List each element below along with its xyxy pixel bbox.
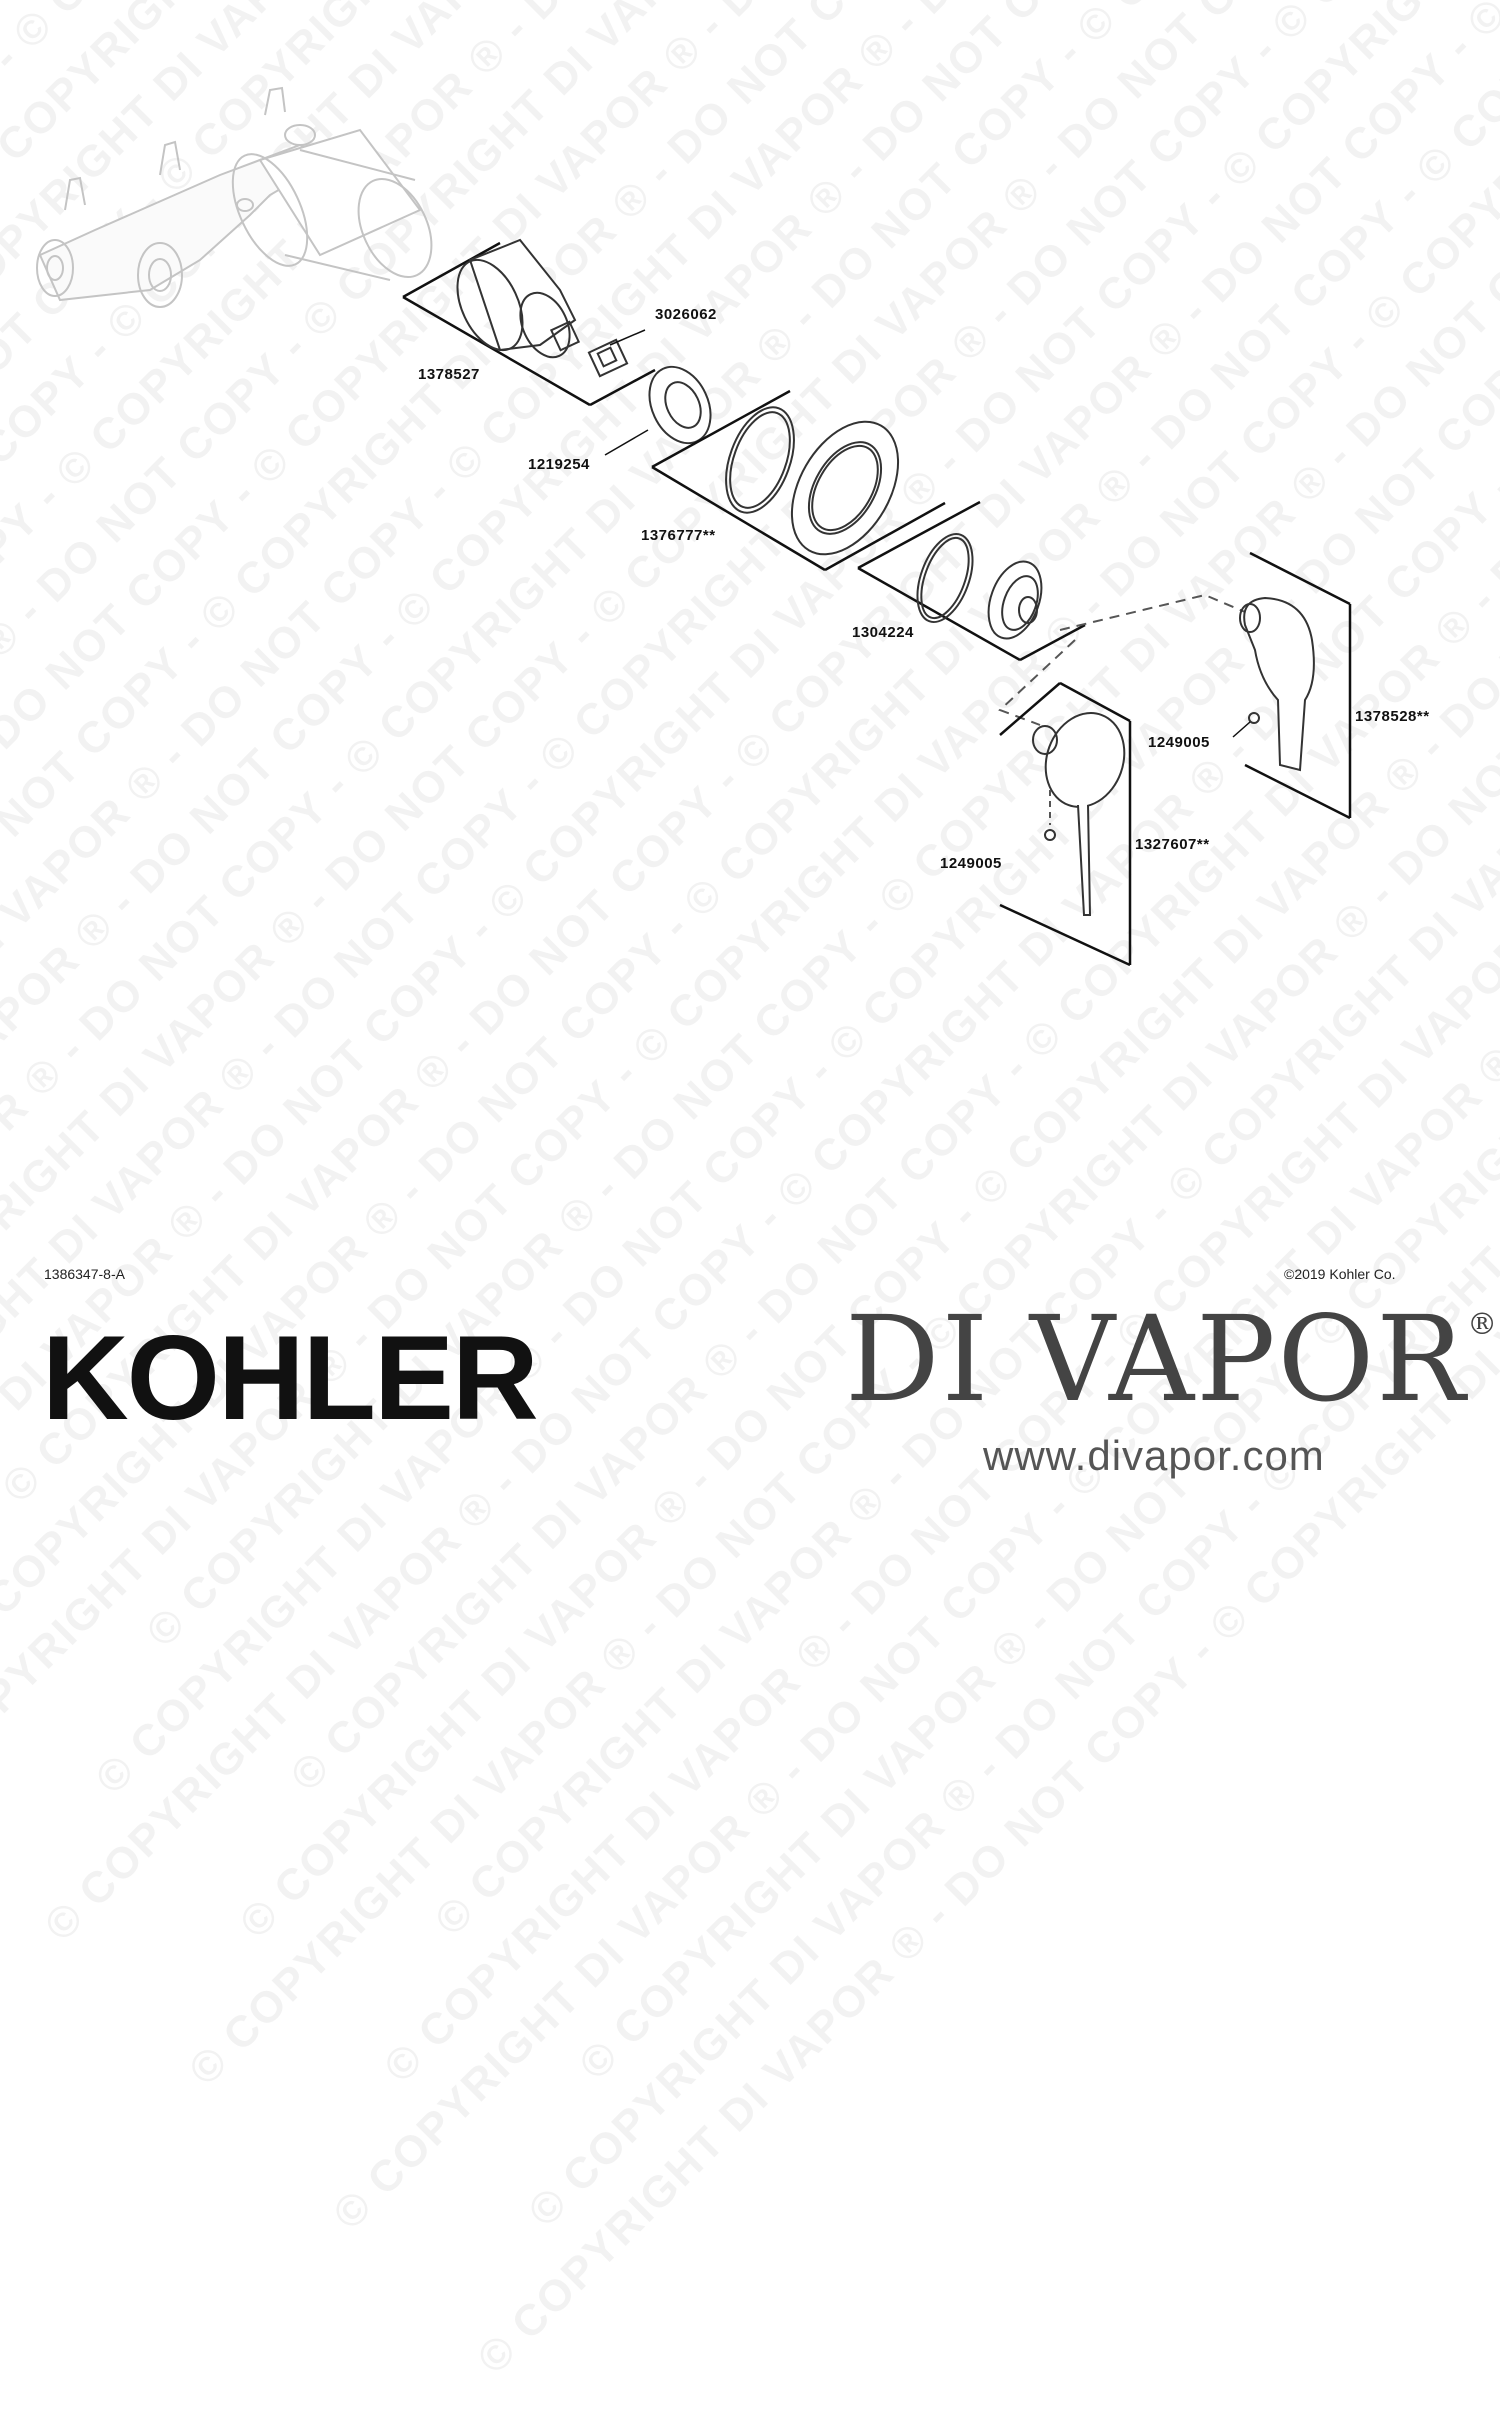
- divapor-logo: DI VAPOR®: [845, 1300, 1499, 1418]
- part-label-1249005-lever: 1249005: [1148, 734, 1210, 751]
- ring-1304224: [916, 533, 974, 623]
- bonnet-1304224: [987, 560, 1043, 640]
- part-label-1378527: 1378527: [418, 366, 480, 383]
- bracket-1378528: [1244, 551, 1352, 820]
- exploded-parts-diagram: © COPYRIGHT DI VAPOR ® - DO NOT COPY - ©…: [0, 0, 1500, 2383]
- part-label-1219254: 1219254: [528, 456, 590, 473]
- parts-drawing: [36, 86, 1352, 967]
- divapor-logo-text: DI VAPOR: [845, 1290, 1468, 1428]
- drawing-number: 1386347-8-A: [44, 1266, 125, 1282]
- bracket-1378527: [402, 241, 656, 407]
- part-label-3026062: 3026062: [655, 306, 717, 323]
- divapor-website: www.divapor.com: [983, 1432, 1325, 1479]
- bracket-1376777: [651, 389, 946, 572]
- valve-body: [36, 86, 433, 308]
- knob-handle-1327607: [1032, 712, 1126, 916]
- part-label-1304224: 1304224: [852, 624, 914, 641]
- copyright-notice: ©2019 Kohler Co.: [1284, 1266, 1396, 1282]
- registered-mark: ®: [1467, 1307, 1500, 1342]
- cartridge-1378527: [456, 238, 581, 359]
- escutcheon-1376777: [790, 420, 900, 556]
- kohler-logo: KOHLER: [42, 1311, 539, 1445]
- part-label-1376777: 1376777**: [641, 527, 716, 544]
- nut-1219254: [604, 365, 712, 456]
- bracket-1304224: [857, 500, 1086, 662]
- alternate-dashed-lines: [998, 593, 1246, 726]
- adapter-3026062: [587, 329, 646, 378]
- part-label-1378528: 1378528**: [1355, 708, 1430, 725]
- part-label-1249005-knob: 1249005: [940, 855, 1002, 872]
- lever-handle-1378528: [1239, 596, 1315, 772]
- ring-1376777: [725, 406, 795, 514]
- part-label-1327607: 1327607**: [1135, 836, 1210, 853]
- bracket-1327607: [999, 681, 1132, 967]
- leader-lines: [1232, 721, 1251, 738]
